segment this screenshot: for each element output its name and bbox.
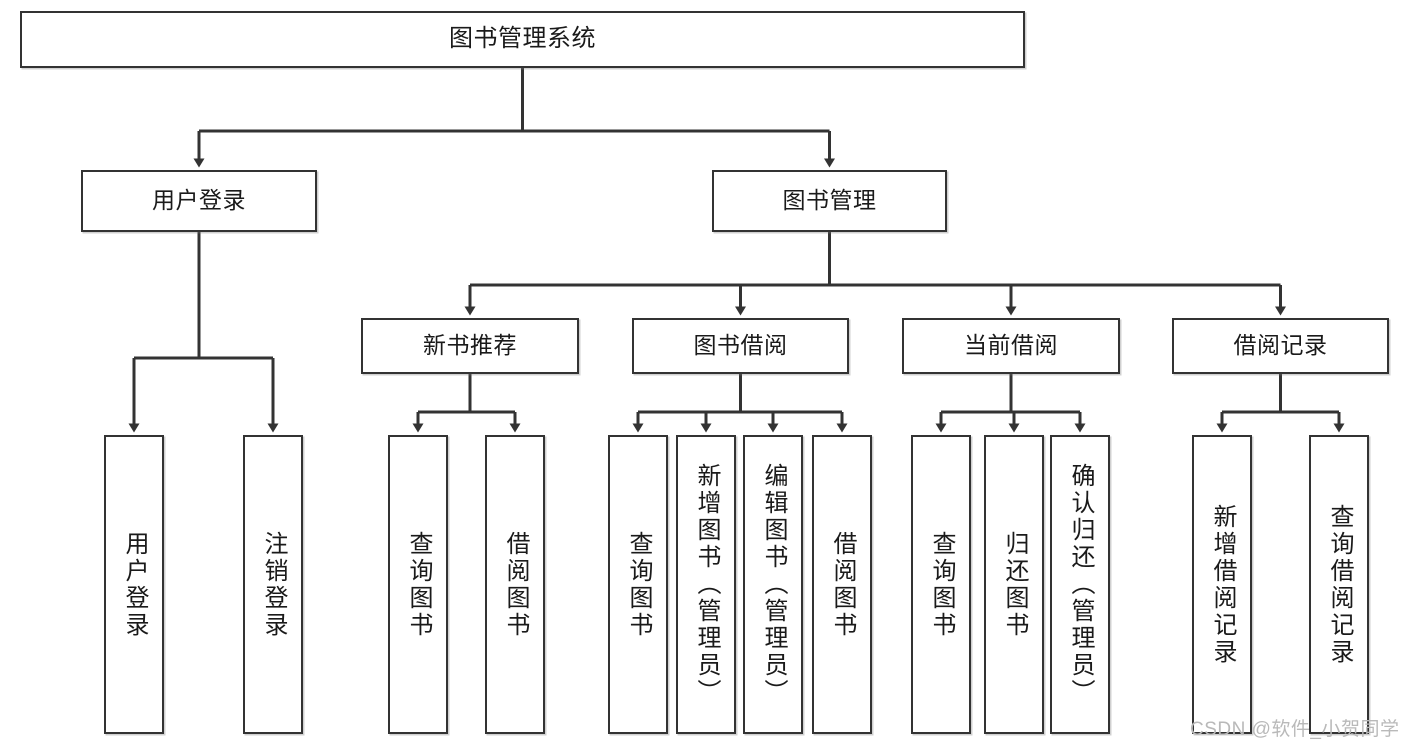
node-new-book-recommend-label: 新书推荐 (423, 332, 517, 359)
node-leaf-borrow-book-2[interactable]: 借阅图书 (812, 435, 872, 734)
node-leaf-query-book-3[interactable]: 查询图书 (911, 435, 971, 734)
node-leaf-return-book[interactable]: 归还图书 (984, 435, 1044, 734)
node-leaf-add-record[interactable]: 新增借阅记录 (1192, 435, 1252, 734)
node-leaf-query-record-label: 查询借阅记录 (1326, 503, 1353, 666)
node-leaf-add-record-label: 新增借阅记录 (1209, 503, 1236, 666)
node-leaf-query-book-1[interactable]: 查询图书 (388, 435, 448, 734)
node-leaf-edit-book-label: 编辑图书（管理员） (760, 463, 787, 706)
node-leaf-borrow-book-1-label: 借阅图书 (502, 530, 529, 639)
node-leaf-logout[interactable]: 注销登录 (243, 435, 303, 734)
node-leaf-confirm-return[interactable]: 确认归还（管理员） (1050, 435, 1110, 734)
node-leaf-add-book-label: 新增图书（管理员） (693, 463, 720, 706)
node-leaf-return-book-label: 归还图书 (1001, 530, 1028, 639)
node-book-manage-label: 图书管理 (782, 187, 877, 214)
node-leaf-query-record[interactable]: 查询借阅记录 (1309, 435, 1369, 734)
node-leaf-query-book-2-label: 查询图书 (625, 530, 652, 639)
node-leaf-edit-book[interactable]: 编辑图书（管理员） (743, 435, 803, 734)
node-leaf-user-login[interactable]: 用户登录 (104, 435, 164, 734)
node-book-manage[interactable]: 图书管理 (712, 170, 947, 232)
node-borrow-record[interactable]: 借阅记录 (1172, 318, 1389, 374)
node-root[interactable]: 图书管理系统 (20, 11, 1025, 68)
node-leaf-borrow-book-2-label: 借阅图书 (829, 530, 856, 639)
node-leaf-query-book-3-label: 查询图书 (928, 530, 955, 639)
node-root-label: 图书管理系统 (449, 25, 596, 53)
node-leaf-borrow-book-1[interactable]: 借阅图书 (485, 435, 545, 734)
node-book-borrow-label: 图书借阅 (693, 332, 788, 359)
node-user-login[interactable]: 用户登录 (81, 170, 317, 232)
node-user-login-label: 用户登录 (152, 187, 246, 214)
csdn-watermark: CSDN @软件_小贺同学 (1190, 719, 1400, 740)
node-leaf-logout-label: 注销登录 (260, 530, 287, 639)
node-leaf-user-login-label: 用户登录 (121, 530, 148, 639)
node-leaf-confirm-return-label: 确认归还（管理员） (1067, 463, 1094, 706)
node-leaf-query-book-1-label: 查询图书 (405, 530, 432, 639)
node-leaf-add-book[interactable]: 新增图书（管理员） (676, 435, 736, 734)
node-current-borrow[interactable]: 当前借阅 (902, 318, 1120, 374)
node-new-book-recommend[interactable]: 新书推荐 (361, 318, 579, 374)
node-leaf-query-book-2[interactable]: 查询图书 (608, 435, 668, 734)
node-book-borrow[interactable]: 图书借阅 (632, 318, 849, 374)
node-current-borrow-label: 当前借阅 (964, 332, 1058, 359)
node-borrow-record-label: 借阅记录 (1233, 332, 1328, 359)
